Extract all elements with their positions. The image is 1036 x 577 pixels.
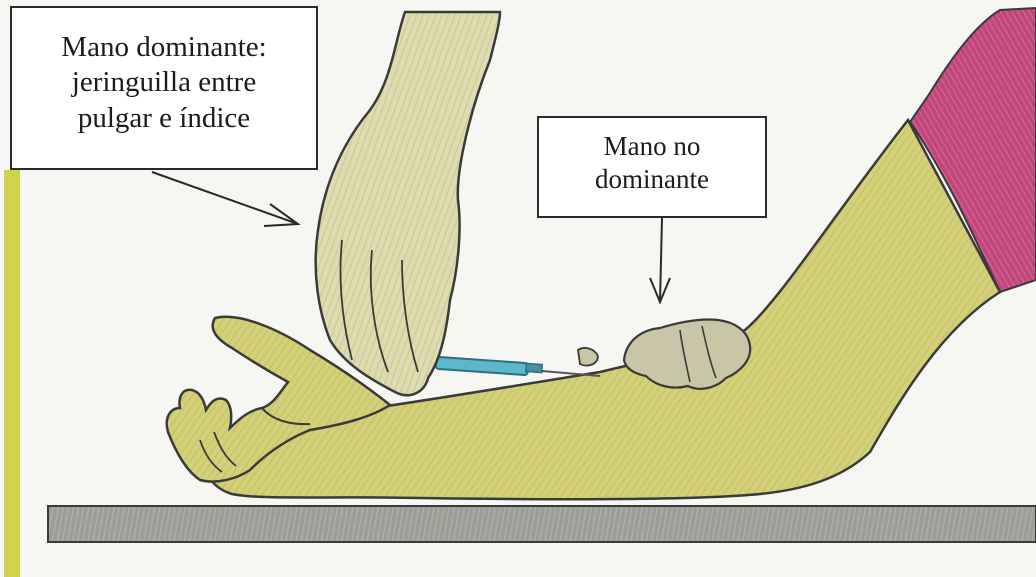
dominant-hand-label-line2: jeringuilla entre	[12, 65, 316, 100]
nondominant-hand-label-line2: dominante	[539, 163, 765, 196]
arrow-to-dominant-hand	[152, 172, 298, 226]
syringe	[436, 357, 600, 376]
arrow-to-nondominant-hand	[650, 218, 670, 302]
dominant-hand-label-line1: Mano dominante:	[12, 30, 316, 65]
nondominant-hand-label: Mano no dominante	[537, 116, 767, 218]
left-color-strip	[4, 170, 20, 577]
dominant-hand-label-line3: pulgar e índice	[12, 101, 316, 136]
table-surface	[48, 506, 1036, 542]
dominant-hand	[316, 12, 500, 395]
nondominant-hand-label-line1: Mano no	[539, 130, 765, 163]
dominant-hand-label: Mano dominante: jeringuilla entre pulgar…	[10, 6, 318, 170]
